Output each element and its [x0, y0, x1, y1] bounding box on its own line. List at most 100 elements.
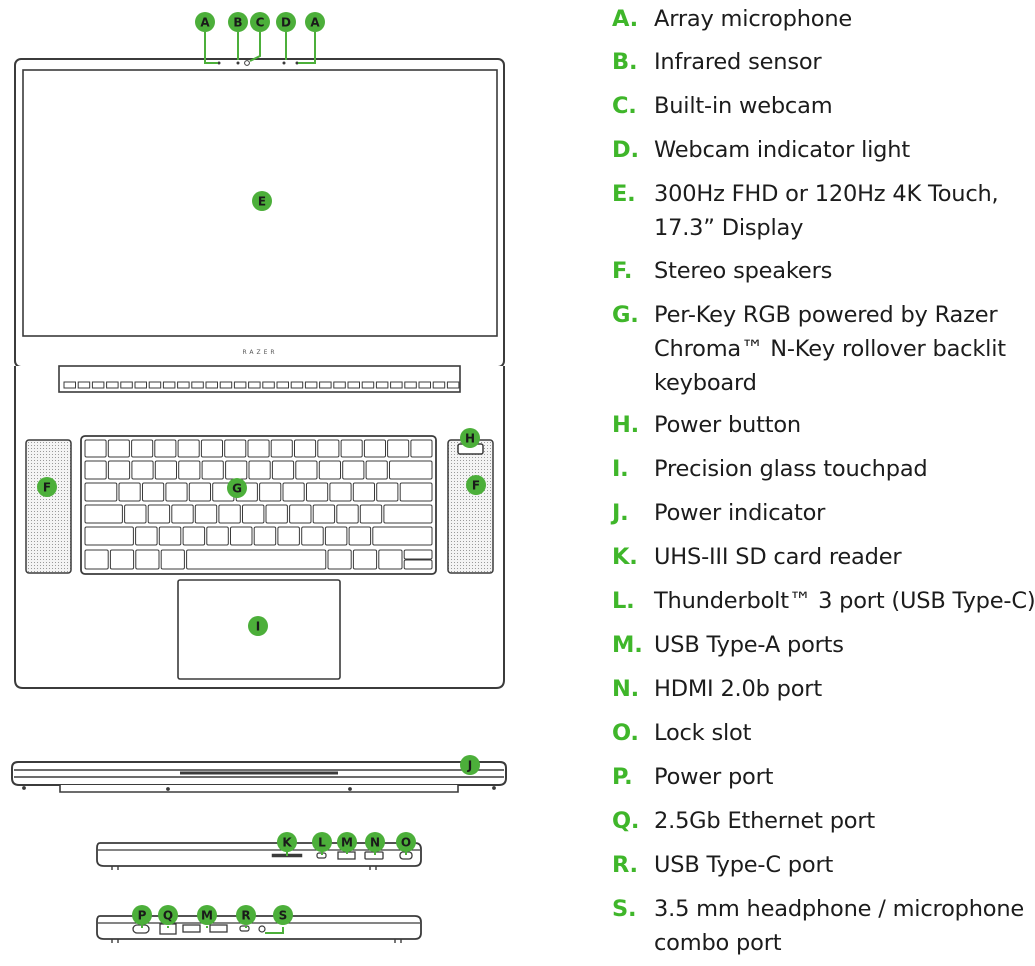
vent-slot	[262, 381, 275, 389]
keyboard-key	[387, 439, 410, 458]
right-speaker-grill	[447, 439, 494, 574]
keyboard-key	[403, 549, 433, 560]
keyboard-key	[84, 549, 109, 570]
legend-text: Power port	[654, 760, 1022, 794]
keyboard-key	[118, 482, 141, 502]
usb-a-port-left-2	[209, 924, 228, 933]
keyboard-key	[160, 549, 185, 570]
legend-letter: F.	[612, 258, 633, 284]
legend-text-line: Per-Key RGB powered by Razer	[654, 302, 998, 328]
vent-slot	[390, 381, 403, 389]
keyboard-key	[147, 504, 171, 524]
callout-g: G	[227, 478, 247, 498]
callout-m-left: M	[197, 905, 217, 925]
legend-text-line: Infrared sensor	[654, 49, 822, 75]
callout-q: Q	[158, 905, 178, 925]
legend-letter: C.	[612, 93, 637, 119]
vent-slot	[375, 381, 389, 389]
vent-slot	[91, 381, 105, 389]
keyboard-key	[294, 439, 317, 458]
legend-text-line: 3.5 mm headphone / microphone	[654, 896, 1025, 922]
keyboard-key	[363, 439, 386, 458]
vent-slot	[148, 381, 162, 389]
laptop-left-side-view	[96, 915, 422, 943]
legend-letter: E.	[612, 181, 636, 207]
legend-letter: P.	[612, 764, 633, 790]
keyboard-key	[171, 504, 194, 524]
keyboard-key	[376, 482, 399, 502]
legend-text-line: 17.3” Display	[654, 215, 804, 241]
keyboard-key	[340, 439, 363, 458]
svg-text:F: F	[472, 479, 480, 493]
keyboard-key	[84, 482, 118, 502]
legend-text: 300Hz FHD or 120Hz 4K Touch,17.3” Displa…	[654, 177, 1022, 245]
hinge-vent	[58, 365, 461, 393]
keyboard-key	[327, 549, 352, 570]
legend-text-line: HDMI 2.0b port	[654, 676, 822, 702]
svg-text:D: D	[281, 16, 291, 30]
vent-slot	[191, 381, 204, 389]
legend-letter: L.	[612, 588, 635, 614]
legend-text: Array microphone	[654, 2, 1022, 36]
svg-text:I: I	[256, 620, 260, 634]
legend-text-line: keyboard	[654, 370, 757, 396]
keyboard-key	[109, 549, 135, 570]
keyboard-key	[178, 460, 201, 480]
legend-item: K.UHS-III SD card reader	[612, 540, 1022, 574]
legend-text-line: Webcam indicator light	[654, 137, 910, 163]
legend-letter: J.	[612, 500, 629, 526]
legend-item: J.Power indicator	[612, 496, 1022, 530]
keyboard-key	[84, 460, 107, 480]
keyboard-key	[271, 460, 295, 480]
keyboard-key	[201, 460, 224, 480]
legend-letter: D.	[612, 137, 639, 163]
svg-text:Q: Q	[163, 909, 173, 923]
keyboard-key	[194, 504, 218, 524]
vent-slot	[120, 381, 133, 389]
keyboard-key	[365, 460, 388, 480]
keyboard-key	[124, 504, 147, 524]
svg-text:N: N	[370, 836, 380, 850]
vent-slot	[63, 381, 76, 389]
keyboard-key	[352, 549, 378, 570]
keyboard-key	[312, 504, 336, 524]
callout-n: N	[365, 832, 385, 852]
svg-text:G: G	[232, 482, 242, 496]
keyboard-key	[317, 439, 340, 458]
svg-text:A: A	[310, 16, 320, 30]
legend-text: Power button	[654, 408, 1022, 442]
legend-letter: S.	[612, 896, 637, 922]
callout-m-right: M	[337, 832, 357, 852]
keyboard-key	[177, 439, 200, 458]
legend-text-line: USB Type-A ports	[654, 632, 844, 658]
legend-text: USB Type-C port	[654, 848, 1022, 882]
legend-letter: O.	[612, 720, 639, 746]
legend-item: Q.2.5Gb Ethernet port	[612, 804, 1022, 838]
callout-r: R	[236, 905, 256, 925]
svg-text:S: S	[279, 909, 288, 923]
legend-text-line: combo port	[654, 930, 782, 956]
keyboard-key	[301, 526, 324, 546]
keyboard-key	[352, 482, 375, 502]
microphone-dot	[217, 61, 221, 65]
legend-letter: N.	[612, 676, 639, 702]
legend-item: D. Webcam indicator light	[612, 133, 1022, 167]
keyboard-key	[165, 482, 188, 502]
keyboard-key	[135, 549, 160, 570]
svg-text:M: M	[201, 909, 213, 923]
keyboard-key	[348, 526, 372, 546]
legend-letter: A.	[612, 6, 638, 32]
callout-i: I	[248, 616, 268, 636]
keyboard-key	[107, 439, 130, 458]
left-speaker-grill	[25, 439, 72, 574]
legend-item: A. Array microphone	[612, 2, 1022, 36]
vent-slot	[219, 381, 233, 389]
legend-text: Precision glass touchpad	[654, 452, 1022, 486]
legend-item: B.Infrared sensor	[612, 45, 1022, 79]
vent-slot	[276, 381, 289, 389]
callout-l: L	[312, 832, 332, 852]
keyboard-key	[295, 460, 318, 480]
vent-slot	[106, 381, 119, 389]
legend-text-line: Built-in webcam	[654, 93, 833, 119]
